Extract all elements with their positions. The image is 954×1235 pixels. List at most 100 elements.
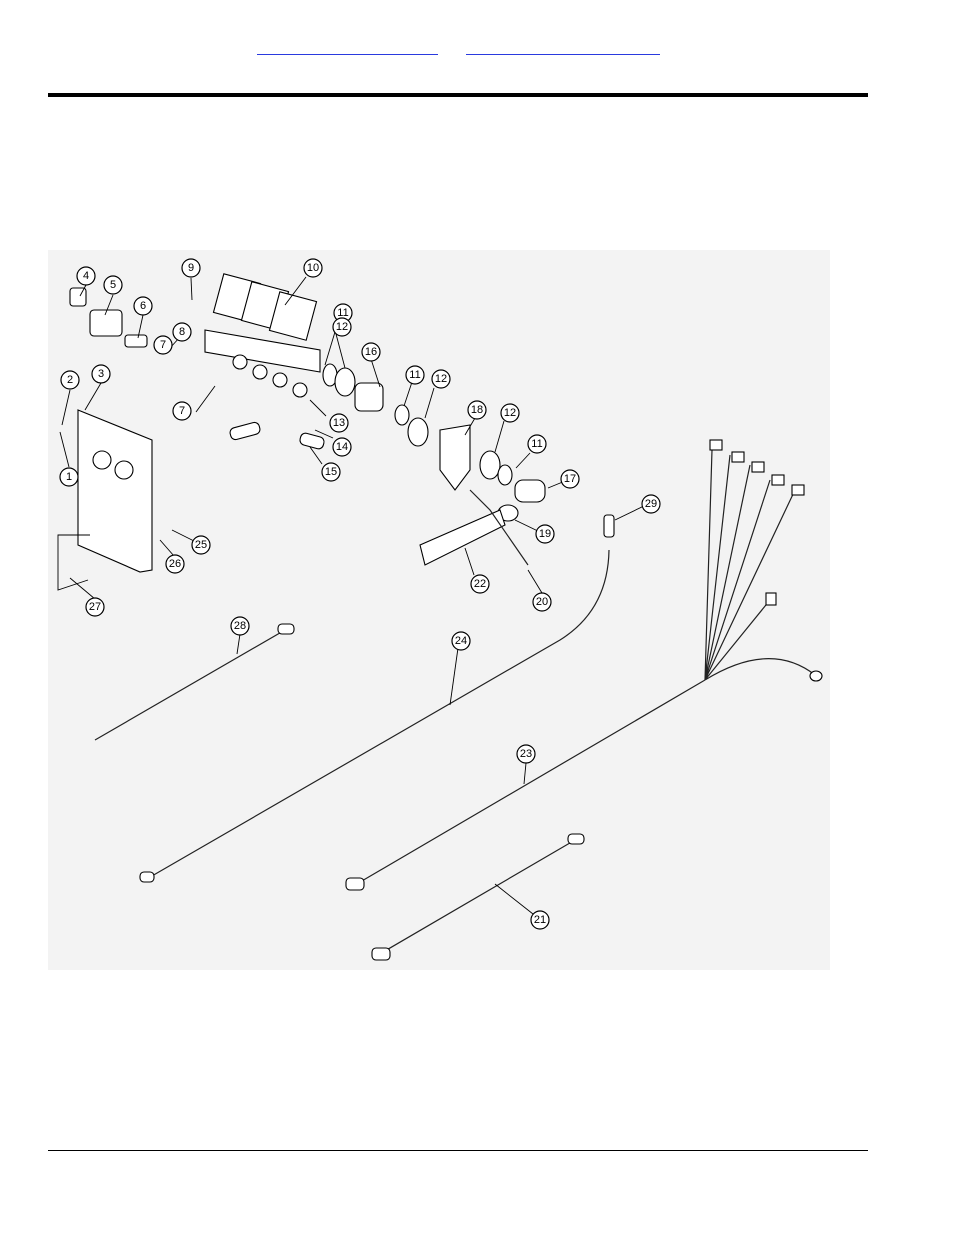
elbow-fitting [515,480,545,502]
callout-19: 19 [536,525,554,543]
leader-lines [60,277,648,914]
svg-text:18: 18 [471,404,483,416]
svg-text:27: 27 [89,601,101,613]
flow-control-valve [90,310,122,336]
svg-text:1: 1 [66,471,72,483]
svg-text:6: 6 [140,300,146,312]
callout-10: 10 [304,259,322,277]
connector-b [732,452,744,462]
svg-text:12: 12 [504,407,516,419]
strainer-body [355,383,383,411]
callout-6: 6 [134,297,152,315]
svg-text:29: 29 [645,498,657,510]
coupling-nut-2 [408,418,428,446]
connector-e [792,485,804,495]
callout-9: 9 [182,259,200,277]
plate-hole-2 [115,461,133,479]
svg-text:2: 2 [67,374,73,386]
foam-sleeve [420,510,505,565]
harness-28-connector [278,624,294,634]
callout-25: 25 [192,536,210,554]
callout-28: 28 [231,617,249,635]
callout-4: 4 [77,267,95,285]
harness-24-connector [140,872,154,882]
hose-barb-1 [229,421,261,440]
svg-text:23: 23 [520,748,532,760]
hose-barb-fitting [125,335,147,347]
pressure-transducer [604,515,614,537]
valve-seat-1 [233,355,247,369]
callout-7b: 7 [173,402,191,420]
svg-text:26: 26 [169,558,181,570]
svg-text:15: 15 [325,466,337,478]
svg-text:8: 8 [179,326,185,338]
callout-12b: 12 [432,370,450,388]
callout-1: 1 [60,468,78,486]
connector-f [766,593,776,605]
callout-27: 27 [86,598,104,616]
coupling-nut-3 [480,451,500,479]
harness-21 [378,840,575,955]
callout-23: 23 [517,745,535,763]
harness-28 [95,630,285,740]
coupling-nut-1 [335,368,355,396]
svg-text:20: 20 [536,596,548,608]
valve-seat-2 [253,365,267,379]
mounting-plate [78,410,152,572]
callout-3: 3 [92,365,110,383]
callout-11c: 11 [528,435,546,453]
connector-g [810,671,822,681]
gasket-2 [395,405,409,425]
svg-text:4: 4 [83,270,89,282]
harness-21-connector-a [372,948,390,960]
svg-text:11: 11 [531,438,542,450]
plate-hole-1 [93,451,111,469]
callout-7a: 7 [154,336,172,354]
connector-d [772,475,784,485]
svg-text:11: 11 [337,307,348,319]
harness-21-connector-b [568,834,584,844]
svg-text:9: 9 [188,262,194,274]
svg-text:24: 24 [455,635,467,647]
callout-11b: 11 [406,366,424,384]
svg-text:10: 10 [307,262,319,274]
svg-text:12: 12 [435,373,447,385]
svg-text:5: 5 [110,279,116,291]
callout-22: 22 [471,575,489,593]
callout-14: 14 [333,438,351,456]
svg-text:16: 16 [365,346,377,358]
callout-2: 2 [61,371,79,389]
callout-15: 15 [322,463,340,481]
callout-5: 5 [104,276,122,294]
valve-seat-4 [293,383,307,397]
svg-text:7: 7 [179,405,185,417]
connector-c [752,462,764,472]
callout-8: 8 [173,323,191,341]
svg-text:17: 17 [564,473,576,485]
callout-17: 17 [561,470,579,488]
harness-23 [355,680,705,885]
callout-12c: 12 [501,404,519,422]
callout-20: 20 [533,593,551,611]
svg-text:13: 13 [333,417,345,429]
valve-seat-3 [273,373,287,387]
callout-21: 21 [531,911,549,929]
svg-text:11: 11 [409,369,420,381]
svg-text:12: 12 [336,321,348,333]
callout-29: 29 [642,495,660,513]
callout-13: 13 [330,414,348,432]
callout-12a: 12 [333,318,351,336]
callout-18: 18 [468,401,486,419]
callout-24: 24 [452,632,470,650]
gasket-3 [498,465,512,485]
svg-text:28: 28 [234,620,246,632]
svg-text:22: 22 [474,578,486,590]
harness-23-connector [346,878,364,890]
hose-barb-2 [299,432,325,450]
callout-16: 16 [362,343,380,361]
callout-layer: 1 2 3 4 5 6 7 7 8 9 10 11 11 11 12 12 12… [60,259,660,929]
svg-text:19: 19 [539,528,551,540]
quick-coupler [70,288,86,306]
svg-text:7: 7 [160,339,166,351]
